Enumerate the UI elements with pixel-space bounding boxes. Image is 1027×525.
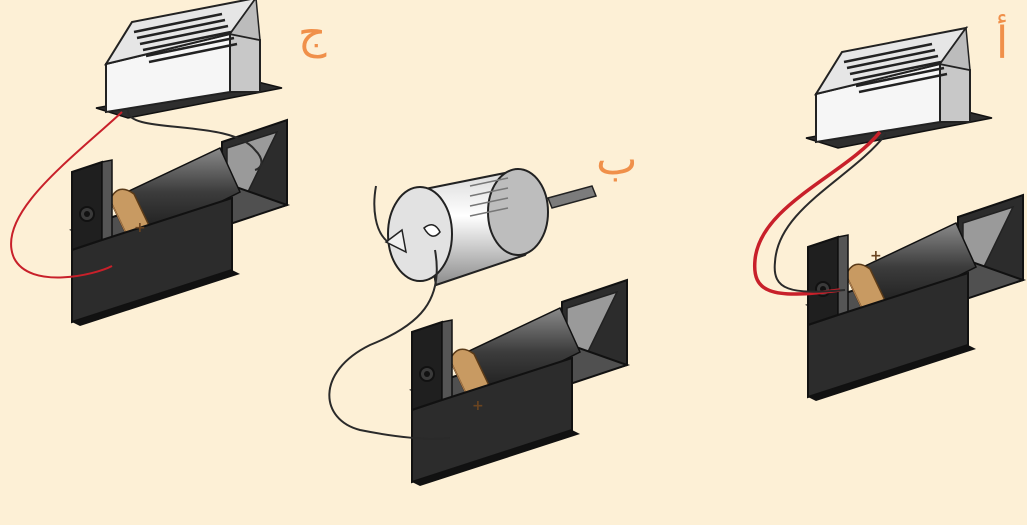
motor xyxy=(386,169,596,285)
battery-plus-b: + xyxy=(472,398,484,414)
circuit-b xyxy=(329,169,627,486)
circuit-a xyxy=(755,28,1023,401)
buzzer-c xyxy=(96,0,282,118)
motor-shaft xyxy=(548,186,596,208)
label-alif: أ xyxy=(996,22,1008,66)
battery-holder-b xyxy=(412,280,627,486)
battery-plus-a: + xyxy=(870,248,882,264)
battery-plus-c: + xyxy=(134,220,146,236)
circuit-c xyxy=(11,0,287,326)
battery-holder-a xyxy=(808,195,1023,401)
motor-wire-top xyxy=(374,186,388,242)
buzzer-a xyxy=(806,28,992,148)
label-baa: ب xyxy=(596,138,637,182)
label-jeem: ج xyxy=(298,12,326,56)
